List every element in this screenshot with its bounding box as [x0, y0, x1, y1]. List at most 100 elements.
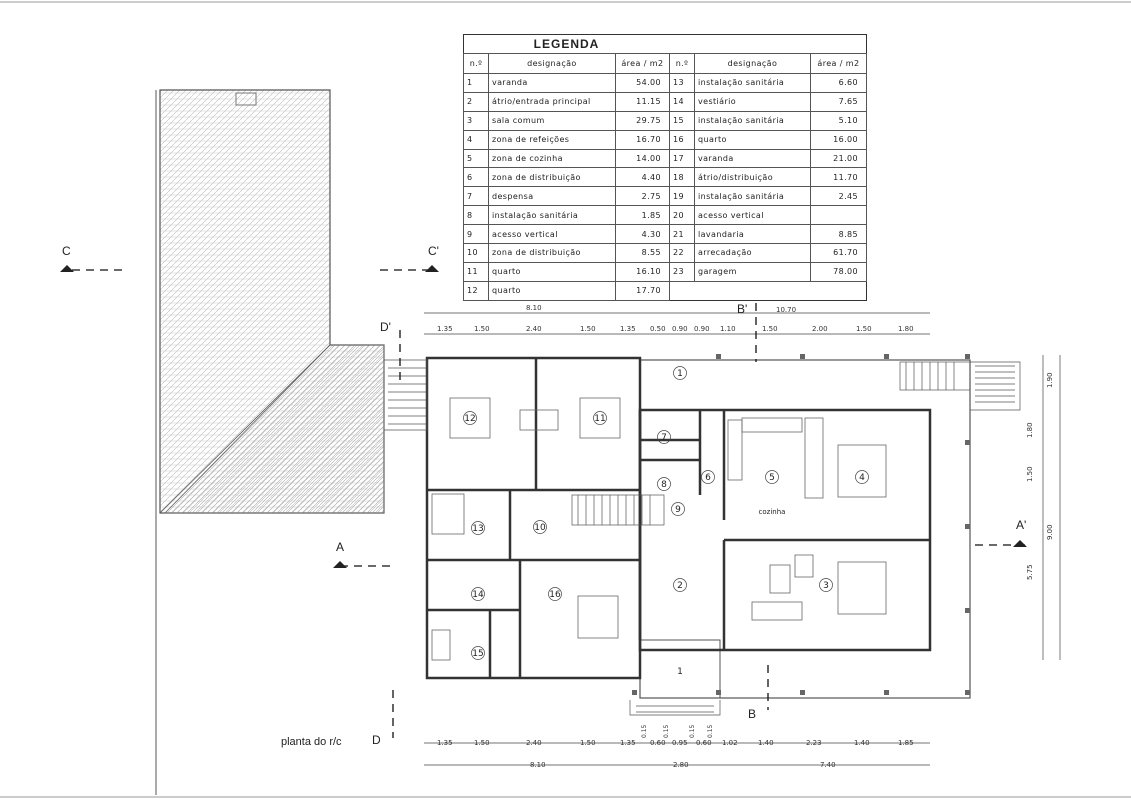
- dimension-label: 1.50: [1026, 466, 1034, 482]
- legend-num: 8: [463, 205, 489, 226]
- dimension-label: 1.50: [474, 325, 490, 333]
- room-number-circle: [548, 587, 562, 601]
- legend-designation: garagem: [694, 261, 811, 282]
- legend-area: 8.85: [809, 224, 868, 245]
- legend-designation: arrecadação: [694, 243, 811, 263]
- dimension-label: 1.35: [437, 739, 453, 747]
- room-number: 10: [534, 523, 546, 533]
- dimension-label: 2.40: [526, 739, 542, 747]
- legend-designation: sala comum: [488, 110, 616, 131]
- room-number-circle: [657, 430, 671, 444]
- section-mark-d-prime: D': [380, 320, 391, 334]
- room-number-circle: [765, 470, 779, 484]
- dimension-label: 1.85: [898, 739, 914, 747]
- legend-area: 11.70: [809, 167, 868, 188]
- room-number: 6: [705, 473, 711, 483]
- dimension-label: 0.95: [672, 739, 688, 747]
- legend-area: 16.00: [809, 129, 868, 150]
- columns: [632, 354, 970, 695]
- section-mark-c: C: [62, 244, 71, 258]
- room-number: 16: [549, 590, 561, 600]
- legend-designation: zona de distribuição: [488, 243, 616, 263]
- legend-designation: lavandaria: [694, 224, 811, 245]
- legend-area: 29.75: [614, 110, 671, 131]
- dimension-label: 0.90: [694, 325, 710, 333]
- legend-area: 8.55: [614, 243, 671, 263]
- legend-area: 2.75: [614, 186, 671, 207]
- legend-num: 19: [669, 186, 695, 207]
- legend-num: 17: [669, 148, 695, 169]
- legend-num: 10: [463, 243, 489, 263]
- room-number: 7: [661, 433, 667, 443]
- section-arrows: [60, 265, 1027, 568]
- room-number: 8: [661, 480, 667, 490]
- room-number-circle: [463, 411, 477, 425]
- section-mark-a: A: [336, 540, 345, 554]
- dimension-label: 1.50: [474, 739, 490, 747]
- legend-designation: instalação sanitária: [694, 73, 811, 93]
- dimension-label: 5.75: [1026, 564, 1034, 580]
- legend-area: 4.40: [614, 167, 671, 188]
- legend-area: 14.00: [614, 148, 671, 169]
- header-area: área / m2: [614, 53, 671, 74]
- legend-num: 11: [463, 261, 489, 282]
- stairs: [384, 359, 1021, 716]
- dimension-label: 2.80: [673, 761, 689, 769]
- legend-num: 2: [463, 91, 489, 112]
- plan-title: planta do r/c: [281, 736, 342, 748]
- room-number-circle: [593, 411, 607, 425]
- room-number: 14: [472, 590, 484, 600]
- dimension-label: 0.15: [689, 724, 696, 738]
- dimension-label: 1.40: [854, 739, 870, 747]
- legend-num: 5: [463, 148, 489, 169]
- legend-designation: zona de cozinha: [488, 148, 616, 169]
- legend-area: 5.10: [809, 110, 868, 131]
- dimension-label: 2.23: [806, 739, 822, 747]
- room-number-circle: [819, 578, 833, 592]
- dimension-label: 2.00: [812, 325, 828, 333]
- room-number-circle: [471, 646, 485, 660]
- room-number: 1: [677, 369, 683, 379]
- dimension-label: 8.10: [530, 761, 546, 769]
- legend-area: [809, 205, 868, 226]
- dimension-label: 2.40: [526, 325, 542, 333]
- legend-header-row: n.º designação área / m2: [669, 53, 868, 74]
- legend-designation: instalação sanitária: [488, 205, 616, 226]
- legend-area: 7.65: [809, 91, 868, 112]
- legend-area: 78.00: [809, 261, 868, 282]
- section-mark-b: B: [748, 707, 757, 721]
- section-mark-c-prime: C': [428, 244, 439, 258]
- dimension-label: 0.90: [672, 325, 688, 333]
- legend-designation: instalação sanitária: [694, 186, 811, 207]
- dimension-label: 0.50: [650, 325, 666, 333]
- legend-num: 18: [669, 167, 695, 188]
- dimension-label: 1.80: [898, 325, 914, 333]
- legend-designation: vestiário: [694, 91, 811, 112]
- legend-area: 11.15: [614, 91, 671, 112]
- dimension-label: 7.40: [820, 761, 836, 769]
- dimension-label: 1.50: [856, 325, 872, 333]
- dimension-label: 10.70: [776, 306, 796, 314]
- room-number-circle: [471, 521, 485, 535]
- header-num: n.º: [463, 53, 489, 74]
- header-designation: designação: [488, 53, 616, 74]
- room-number-circle: [701, 470, 715, 484]
- legend-num: 20: [669, 205, 695, 226]
- dimension-label: 1.50: [580, 739, 596, 747]
- dimension-label: 0.60: [650, 739, 666, 747]
- dimension-label: 1.90: [1046, 372, 1054, 388]
- room-number: 1: [677, 667, 683, 677]
- legend-area: 17.70: [614, 280, 671, 301]
- room-number-circle: [533, 520, 547, 534]
- legend-num: 12: [463, 280, 489, 301]
- legend-num: 3: [463, 110, 489, 131]
- dimension-label: 8.10: [526, 304, 542, 312]
- legend-designation: átrio/entrada principal: [488, 91, 616, 112]
